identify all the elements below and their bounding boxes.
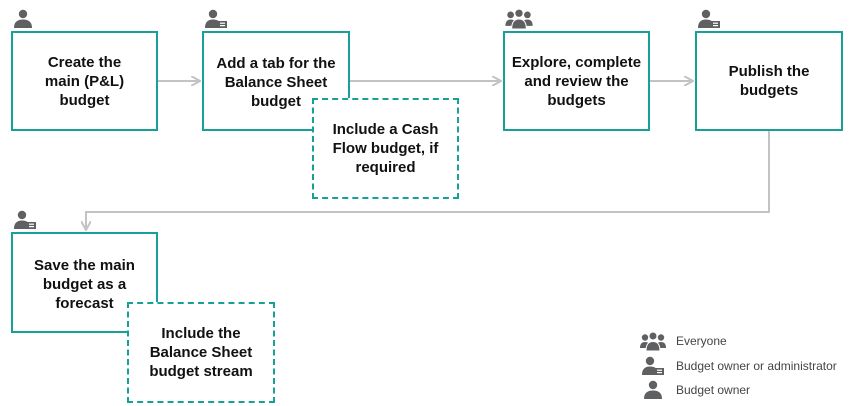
group-icon <box>505 8 533 29</box>
legend-label: Budget owner or administrator <box>676 359 837 373</box>
legend-item-owner-or-admin: Budget owner or administrator <box>640 356 837 376</box>
arrow-publish-to-save <box>86 131 770 229</box>
step-add-balance-sheet-tab: Add a tab for the Balance Sheet budget <box>202 31 350 131</box>
group-icon <box>640 331 666 351</box>
person-admin-icon <box>642 356 664 375</box>
person-admin-icon <box>205 9 227 29</box>
legend-item-everyone: Everyone <box>640 331 727 351</box>
step-explore-review: Explore, complete and review the budgets <box>503 31 650 131</box>
step-create-main-budget: Create the main (P&L) budget <box>11 31 158 131</box>
step-include-balance-sheet-stream: Include the Balance Sheet budget stream <box>127 302 275 403</box>
legend-label: Budget owner <box>676 383 751 397</box>
legend-label: Everyone <box>676 334 727 348</box>
person-icon <box>644 380 662 399</box>
legend-item-owner: Budget owner <box>640 380 750 400</box>
person-icon <box>14 9 32 29</box>
person-admin-icon <box>698 9 720 29</box>
step-publish-budgets: Publish the budgets <box>695 31 843 131</box>
person-admin-icon <box>14 210 36 229</box>
step-include-cash-flow: Include a Cash Flow budget, if required <box>312 98 459 199</box>
